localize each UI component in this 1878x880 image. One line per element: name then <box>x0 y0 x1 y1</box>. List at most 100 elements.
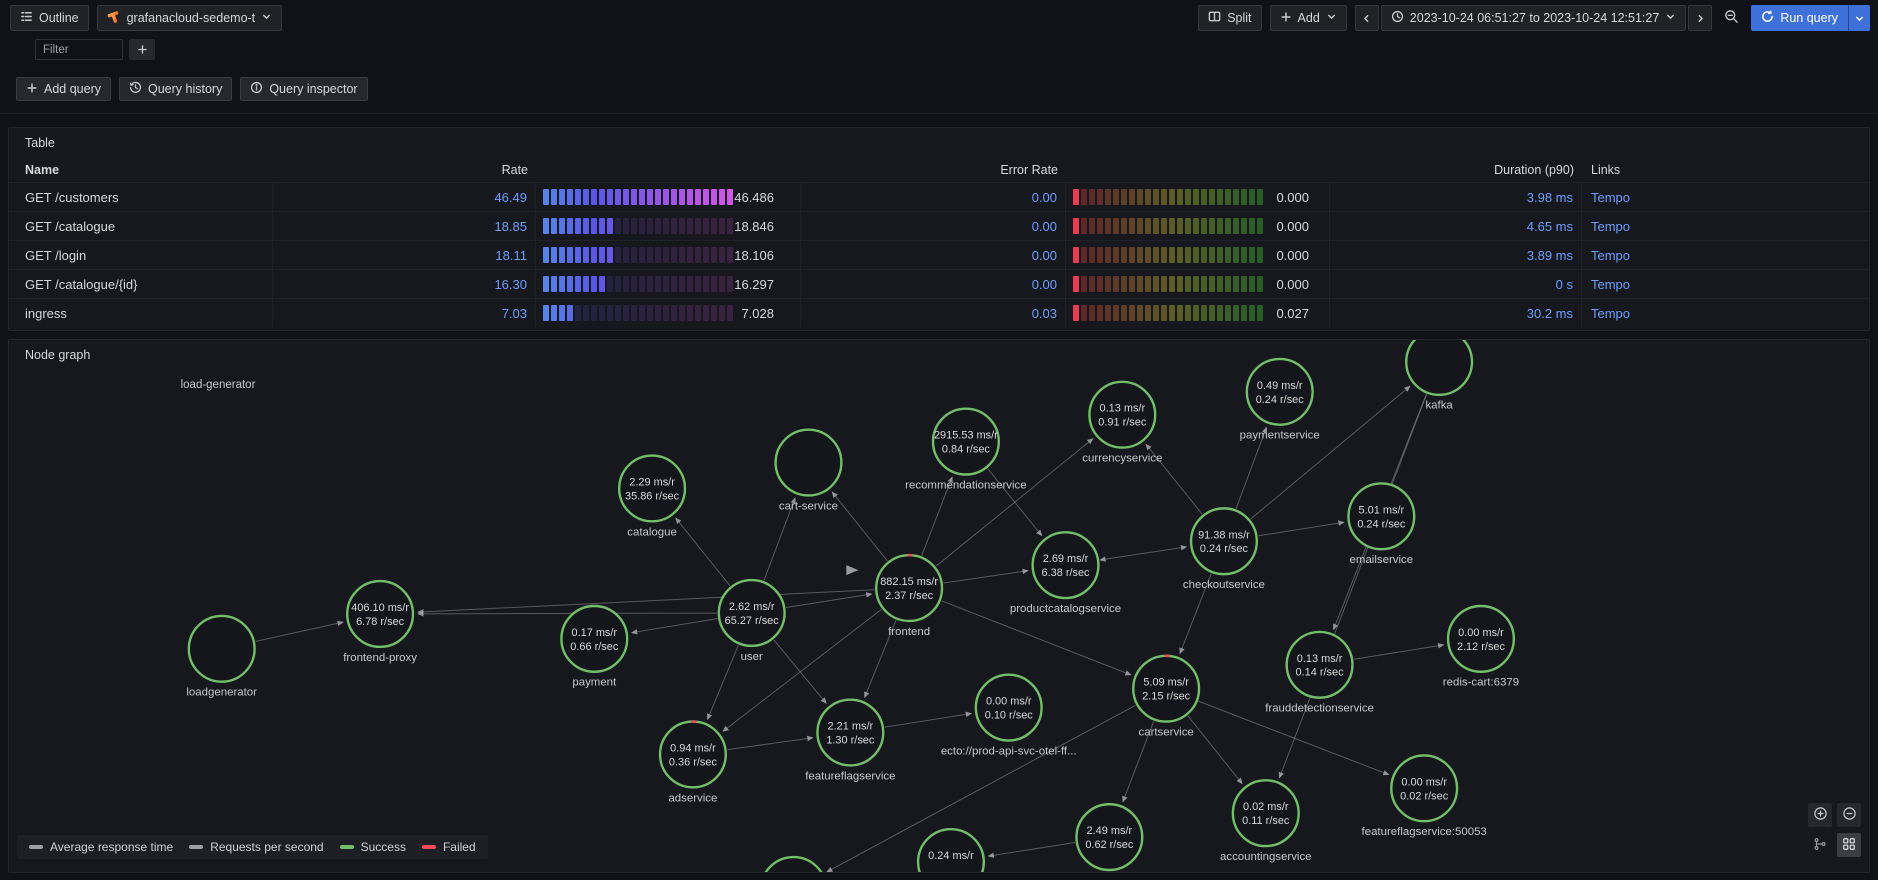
node-request-rate: 0.91 r/sec <box>1098 417 1147 429</box>
graph-node-node-bottom[interactable] <box>761 855 827 872</box>
outline-button[interactable]: Outline <box>10 5 89 31</box>
rate-gauge <box>543 247 733 263</box>
col-header-name[interactable]: Name <box>25 162 60 177</box>
gauge-segment <box>1249 305 1255 321</box>
graph-node-featureflagservice:50053[interactable]: 0.00 ms/r0.02 r/secfeatureflagservice:50… <box>1362 754 1487 838</box>
gauge-segment <box>1089 305 1095 321</box>
col-header-links[interactable]: Links <box>1591 162 1621 177</box>
gauge-segment <box>1201 218 1207 234</box>
graph-node-node-024[interactable]: 0.24 ms/r <box>916 827 986 872</box>
gauge-segment <box>1169 276 1175 292</box>
node-graph-canvas[interactable]: loadgenerator 406.10 ms/r6.78 r/secfronte… <box>9 340 1869 872</box>
gauge-segment <box>631 189 637 205</box>
node-success-ring <box>1075 803 1144 872</box>
filter-input[interactable]: Filter <box>35 39 123 60</box>
gauge-segment <box>1177 189 1183 205</box>
graph-hierarchy-layout-button[interactable] <box>1808 833 1832 857</box>
gauge-segment <box>551 305 557 321</box>
graph-node-kafka[interactable]: kafka <box>1405 340 1474 412</box>
query-history-button[interactable]: Query history <box>118 77 233 101</box>
graph-node-cart-service[interactable]: cart-service <box>774 428 843 513</box>
legend-swatch <box>29 845 43 849</box>
gauge-segment <box>567 276 573 292</box>
gauge-segment <box>551 189 557 205</box>
gauge-segment <box>599 218 605 234</box>
gauge-segment <box>1241 218 1247 234</box>
gauge-segment <box>1241 305 1247 321</box>
graph-grid-layout-button[interactable] <box>1837 833 1861 857</box>
graph-node-ecto://prod-api-svc-otel-ff...[interactable]: 0.00 ms/r0.10 r/sececto://prod-api-svc-o… <box>941 673 1077 758</box>
graph-node-loadgenerator[interactable]: loadgenerator <box>186 614 257 699</box>
node-request-rate: 2.12 r/sec <box>1457 641 1506 653</box>
graph-node-node-249[interactable]: 2.49 ms/r0.62 r/sec <box>1075 803 1144 872</box>
graph-zoom-in-button[interactable] <box>1808 803 1832 827</box>
col-header-rate[interactable]: Rate <box>501 162 528 177</box>
gauge-segment <box>1161 247 1167 263</box>
gauge-segment <box>1097 189 1103 205</box>
gauge-segment <box>631 247 637 263</box>
legend-label: Requests per second <box>210 840 324 854</box>
cell-rate: 7.03 <box>273 299 536 327</box>
run-query-button[interactable]: Run query <box>1751 5 1848 31</box>
gauge-segment <box>1153 276 1159 292</box>
time-shift-forward-button[interactable] <box>1688 5 1713 31</box>
graph-nodes: loadgenerator 406.10 ms/r6.78 r/secfronte… <box>186 340 1519 872</box>
add-query-button[interactable]: Add query <box>16 77 111 101</box>
tempo-link[interactable]: Tempo <box>1591 276 1631 292</box>
split-button[interactable]: Split <box>1198 5 1262 31</box>
time-zoom-out-button[interactable] <box>1720 5 1743 31</box>
col-header-duration[interactable]: Duration (p90) <box>1494 162 1574 177</box>
gauge-segment <box>1225 189 1231 205</box>
tempo-link[interactable]: Tempo <box>1591 218 1631 234</box>
gauge-segment <box>1233 305 1239 321</box>
gauge-segment <box>1257 189 1263 205</box>
run-query-caret-button[interactable] <box>1848 5 1870 31</box>
graph-node-recommendationservice[interactable]: 2915.53 ms/r0.84 r/secrecommendationserv… <box>905 407 1027 492</box>
datasource-picker[interactable]: grafanacloud-sedemo-t <box>96 5 283 31</box>
time-range-picker[interactable]: 2023-10-24 06:51:27 to 2023-10-24 12:51:… <box>1380 5 1687 31</box>
add-filter-button[interactable] <box>129 39 155 60</box>
node-success-ring <box>717 578 786 648</box>
graph-edge-frauddetectionservice-redis-cart <box>1353 643 1445 660</box>
time-shift-back-button[interactable] <box>1354 5 1379 31</box>
cell-rate-gauge: 16.297 <box>536 270 801 298</box>
tempo-link[interactable]: Tempo <box>1591 247 1631 263</box>
legend-swatch <box>421 845 436 849</box>
gauge-segment <box>583 218 589 234</box>
gauge-segment <box>671 276 677 292</box>
tempo-link[interactable]: Tempo <box>1591 305 1631 321</box>
gauge-segment <box>559 276 565 292</box>
node-response-time: 882.15 ms/r <box>880 576 938 588</box>
col-header-error[interactable]: Error Rate <box>1000 162 1058 177</box>
tempo-link[interactable]: Tempo <box>1591 189 1631 205</box>
graph-zoom-out-button[interactable] <box>1837 803 1861 827</box>
node-response-time: 2.21 ms/r <box>828 721 874 733</box>
node-label: productcatalogservice <box>1010 603 1121 615</box>
cell-error-value: 0.000 <box>1276 247 1309 263</box>
node-request-rate: 0.14 r/sec <box>1296 667 1345 679</box>
gauge-segment <box>575 247 581 263</box>
gauge-segment <box>1169 218 1175 234</box>
gauge-segment <box>567 189 573 205</box>
outline-icon <box>20 10 33 26</box>
gauge-segment <box>575 276 581 292</box>
query-inspector-button[interactable]: Query inspector <box>240 77 368 101</box>
add-button[interactable]: Add <box>1269 5 1347 31</box>
gauge-segment <box>663 189 669 205</box>
